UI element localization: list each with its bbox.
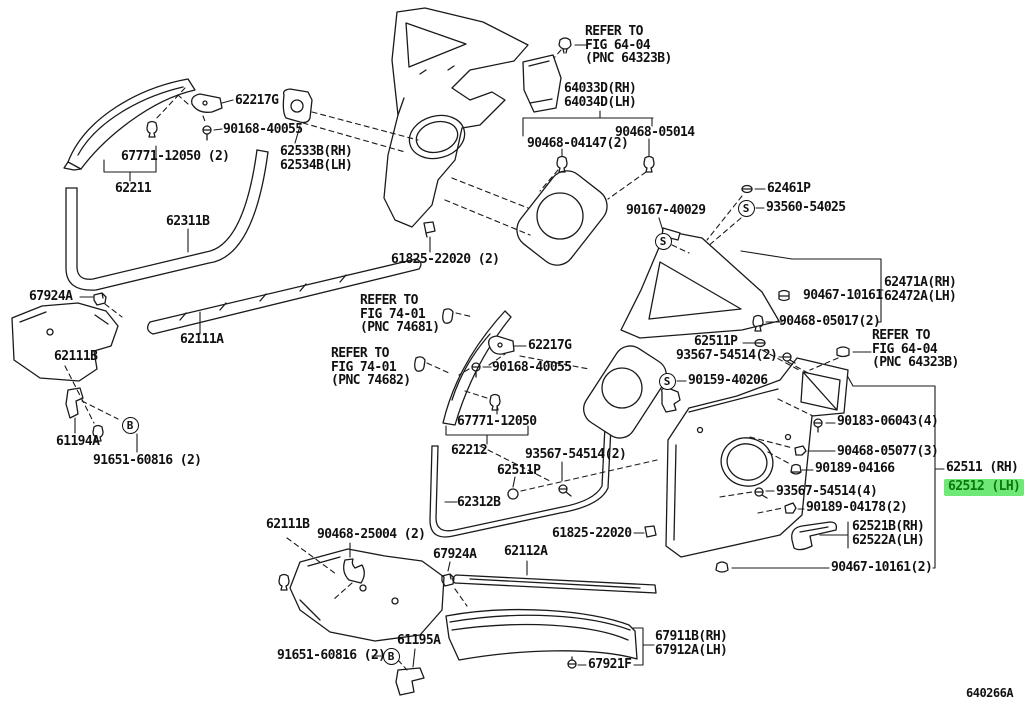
quarter-trim-62511 <box>665 357 849 558</box>
part-label: 91651-60816 (2) <box>277 648 386 663</box>
part-label: 62521B(RH) 62522A(LH) <box>852 519 925 548</box>
callout-circle-s: S <box>654 232 672 250</box>
part-label: 90189-04178(2) <box>806 500 908 515</box>
part-label: 67911B(RH) 67912A(LH) <box>655 629 728 658</box>
part-label: 90167-40029 <box>626 203 706 218</box>
speaker-grille-ring-mid <box>516 170 608 266</box>
part-label: REFER TO FIG 64-04 (PNC 64323B) <box>585 24 672 66</box>
part-label: 62511P <box>497 463 541 478</box>
part-label: REFER TO FIG 74-01 (PNC 74681) <box>360 293 440 335</box>
part-label: 67921F <box>588 657 632 672</box>
part-label: REFER TO FIG 64-04 (PNC 64323B) <box>872 328 959 370</box>
part-label: 67924A <box>29 289 73 304</box>
part-label: 67771-12050 <box>457 414 537 429</box>
speaker-garnish-62533b <box>282 88 313 124</box>
part-label: 93567-54514(2) <box>676 348 778 363</box>
part-label: 90168-40055 <box>492 360 572 375</box>
quarter-trim-panel-top <box>383 7 529 228</box>
part-label: 90467-10161(2) <box>831 560 933 575</box>
diagram-code: 640266A <box>966 686 1014 700</box>
scuff-plate-62112a <box>452 574 657 594</box>
cowl-side-trim-left <box>11 302 119 382</box>
part-label: 90183-06043(4) <box>837 414 939 429</box>
part-label: 62211 <box>115 181 152 196</box>
part-label: 62212 <box>451 443 488 458</box>
quarter-trim-62471a <box>620 227 780 339</box>
cowl-side-trim-bottom <box>289 548 445 642</box>
bracket-61195a <box>395 667 425 696</box>
part-label: 67771-12050 (2) <box>121 149 230 164</box>
callout-circle-b: B <box>382 647 400 665</box>
part-label: 90189-04166 <box>815 461 895 476</box>
part-label: 62111B <box>266 517 310 532</box>
a-pillar-garnish-front <box>63 78 196 171</box>
part-label: 67924A <box>433 547 477 562</box>
scuff-plate-67911b <box>445 608 638 661</box>
bracket-62521b <box>791 521 838 551</box>
assembly-dashed-lines <box>64 49 839 671</box>
callout-circle-s: S <box>658 372 676 390</box>
leader-lines <box>74 44 945 668</box>
part-label: 62112A <box>504 544 548 559</box>
part-label: 62511P <box>694 334 738 349</box>
callout-circle-b: B <box>121 416 139 434</box>
part-label: 62217G <box>235 93 279 108</box>
callout-circle-s: S <box>737 199 755 217</box>
part-label: 90468-05017(2) <box>779 314 881 329</box>
part-label: 90468-04147(2) <box>527 136 629 151</box>
part-label: 62311B <box>166 214 210 229</box>
part-label: 93560-54025 <box>766 200 846 215</box>
part-label: 90467-10161 <box>803 288 883 303</box>
part-label: 61825-22020 (2) <box>391 252 500 267</box>
part-label: 93567-54514(4) <box>776 484 878 499</box>
part-label: 62111B <box>54 349 98 364</box>
part-label: 62217G <box>528 338 572 353</box>
front-door-opening-trim <box>65 149 269 291</box>
part-label: 64033D(RH) 64034D(LH) <box>564 81 637 110</box>
part-label: 62511 (RH) <box>946 460 1019 475</box>
part-label: 62512 (LH) <box>944 479 1024 496</box>
part-label: 90468-05014 <box>615 125 695 140</box>
bracket-61194a <box>65 387 84 419</box>
part-label: 91651-60816 (2) <box>93 453 202 468</box>
part-label: 62312B <box>457 495 501 510</box>
part-label: 62471A(RH) 62472A(LH) <box>884 275 957 304</box>
part-label: 62461P <box>767 181 811 196</box>
part-label: REFER TO FIG 74-01 (PNC 74682) <box>331 346 411 388</box>
part-label: 93567-54514(2) <box>525 447 627 462</box>
part-label: 61825-22020 <box>552 526 632 541</box>
part-label: 62111A <box>180 332 224 347</box>
part-label: 62533B(RH) 62534B(LH) <box>280 144 353 173</box>
speaker-grille-ring-right <box>583 345 667 439</box>
part-label: 90468-05077(3) <box>837 444 939 459</box>
part-label: 90168-40055 <box>223 122 303 137</box>
part-label: 90159-40206 <box>688 373 768 388</box>
part-label: 61195A <box>397 633 441 648</box>
part-label: 90468-25004 (2) <box>317 527 426 542</box>
sill-garnish-strip <box>146 258 422 335</box>
panel-64033d <box>522 54 562 113</box>
part-label: 61194A <box>56 434 100 449</box>
